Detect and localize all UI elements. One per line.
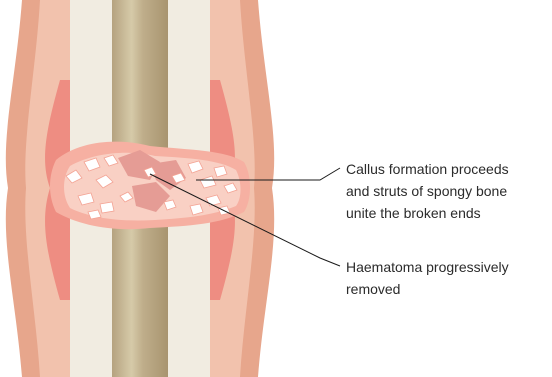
callus-label-line: and struts of spongy bone bbox=[346, 180, 509, 202]
callus-label-line: unite the broken ends bbox=[346, 202, 509, 224]
callus-label: Callus formation proceeds and struts of … bbox=[346, 158, 509, 224]
haematoma-label-line: removed bbox=[346, 278, 509, 300]
callus-label-line: Callus formation proceeds bbox=[346, 158, 509, 180]
haematoma-label: Haematoma progressively removed bbox=[346, 256, 509, 300]
haematoma-label-line: Haematoma progressively bbox=[346, 256, 509, 278]
